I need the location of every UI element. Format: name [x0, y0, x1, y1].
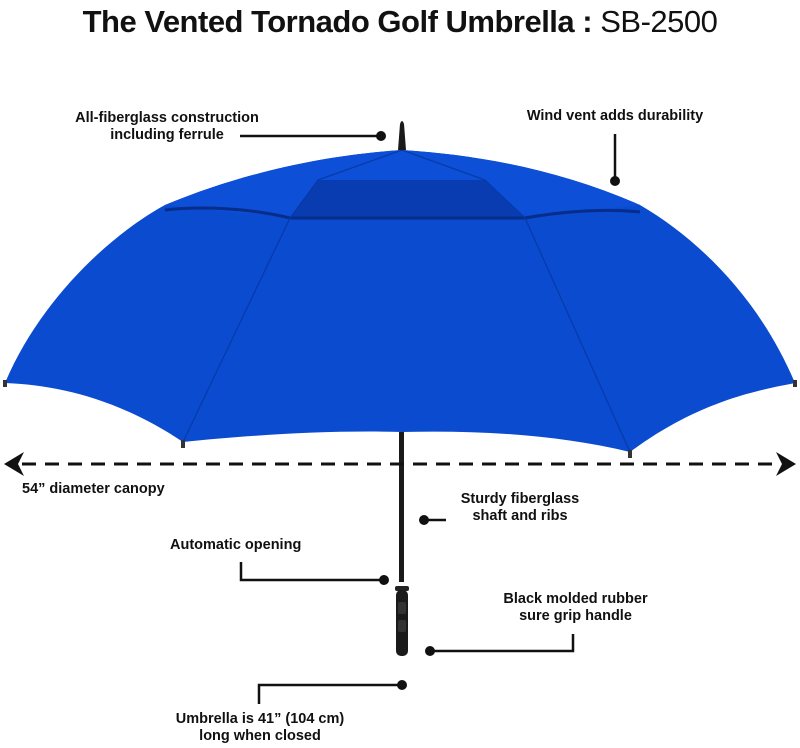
- rib-tip: [793, 380, 797, 387]
- title-product-name: The Vented Tornado Golf Umbrella :: [82, 4, 593, 39]
- title-model-number: SB-2500: [592, 4, 718, 39]
- diameter-arrow: [4, 452, 796, 476]
- rib-tip: [628, 450, 632, 458]
- callout-handle-line2: sure grip handle: [519, 608, 632, 624]
- callout-dot: [379, 575, 389, 585]
- callout-opening-line1: Automatic opening: [170, 537, 302, 553]
- leader-length: [257, 683, 402, 704]
- callout-dot: [397, 680, 407, 690]
- umbrella-shaft: [399, 432, 404, 582]
- callout-shaft-line1: Sturdy fiberglass: [460, 491, 580, 507]
- callout-vent-line1: Wind vent adds durability: [526, 108, 704, 124]
- callout-ferrule-line2: including ferrule: [110, 127, 224, 143]
- umbrella-handle: [395, 586, 409, 656]
- arrow-left-icon: [4, 452, 24, 476]
- callout-ferrule: All-fiberglass construction including fe…: [62, 110, 272, 144]
- rib-tip: [3, 380, 7, 387]
- callout-opening: Automatic opening: [170, 537, 301, 554]
- callout-length-line1: Umbrella is 41” (104 cm): [175, 711, 345, 727]
- callout-length-line2: long when closed: [199, 728, 321, 744]
- callout-handle-line1: Black molded rubber: [503, 591, 648, 607]
- callout-handle: Black molded rubber sure grip handle: [488, 591, 663, 625]
- callout-dot: [610, 176, 620, 186]
- callout-length: Umbrella is 41” (104 cm) long when close…: [160, 711, 360, 745]
- callout-shaft: Sturdy fiberglass shaft and ribs: [440, 491, 600, 525]
- ferrule: [398, 121, 406, 150]
- callout-ferrule-line1: All-fiberglass construction: [75, 110, 259, 126]
- page-title: The Vented Tornado Golf Umbrella : SB-25…: [0, 2, 800, 42]
- leader-handle: [430, 634, 575, 653]
- arrow-right-icon: [776, 452, 796, 476]
- callout-vent: Wind vent adds durability: [515, 108, 715, 125]
- rib-tip: [181, 440, 185, 448]
- umbrella-canopy: [3, 149, 797, 458]
- callout-diameter-line1: 54” diameter canopy: [22, 481, 165, 497]
- leader-opening: [239, 562, 384, 582]
- callout-shaft-line2: shaft and ribs: [472, 508, 568, 524]
- callout-dot: [419, 515, 429, 525]
- callout-diameter: 54” diameter canopy: [22, 481, 165, 498]
- callout-dot: [425, 646, 435, 656]
- callout-dot: [376, 131, 386, 141]
